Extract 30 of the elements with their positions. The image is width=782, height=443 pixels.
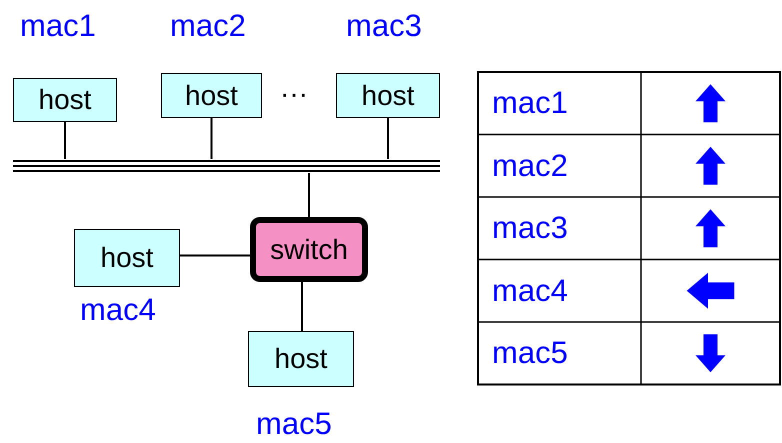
host-box <box>74 229 180 287</box>
host-box <box>336 73 440 118</box>
connector-line <box>210 118 212 159</box>
connector-line <box>180 254 250 256</box>
host-box <box>161 73 262 118</box>
node-label: host <box>100 242 154 274</box>
connector-line <box>301 282 303 331</box>
mac-address-label: mac3 <box>346 8 422 44</box>
host-box <box>13 78 117 122</box>
mac-address-label: mac5 <box>256 406 332 442</box>
node-label: host <box>362 80 414 112</box>
bus-line <box>13 159 440 173</box>
node-label: host <box>185 80 238 112</box>
switch-box <box>250 217 368 282</box>
node-label: host <box>38 84 92 116</box>
ellipsis: ··· <box>280 78 308 110</box>
table-cell-text: mac4 <box>492 272 568 308</box>
connector-line <box>64 122 66 159</box>
table-cell-text: mac3 <box>492 210 568 246</box>
mac-address-label: mac2 <box>170 8 246 44</box>
mac-address-label: mac1 <box>20 8 96 44</box>
connector-line <box>387 118 389 159</box>
node-label: switch <box>270 234 348 266</box>
table-cell-text: mac5 <box>492 335 568 371</box>
host-box <box>248 331 354 387</box>
table-cell-text: mac1 <box>492 85 568 121</box>
node-label: host <box>274 343 328 375</box>
table-cell-text: mac2 <box>492 148 568 184</box>
mac-address-label: mac4 <box>80 292 156 328</box>
connector-line <box>308 173 310 217</box>
